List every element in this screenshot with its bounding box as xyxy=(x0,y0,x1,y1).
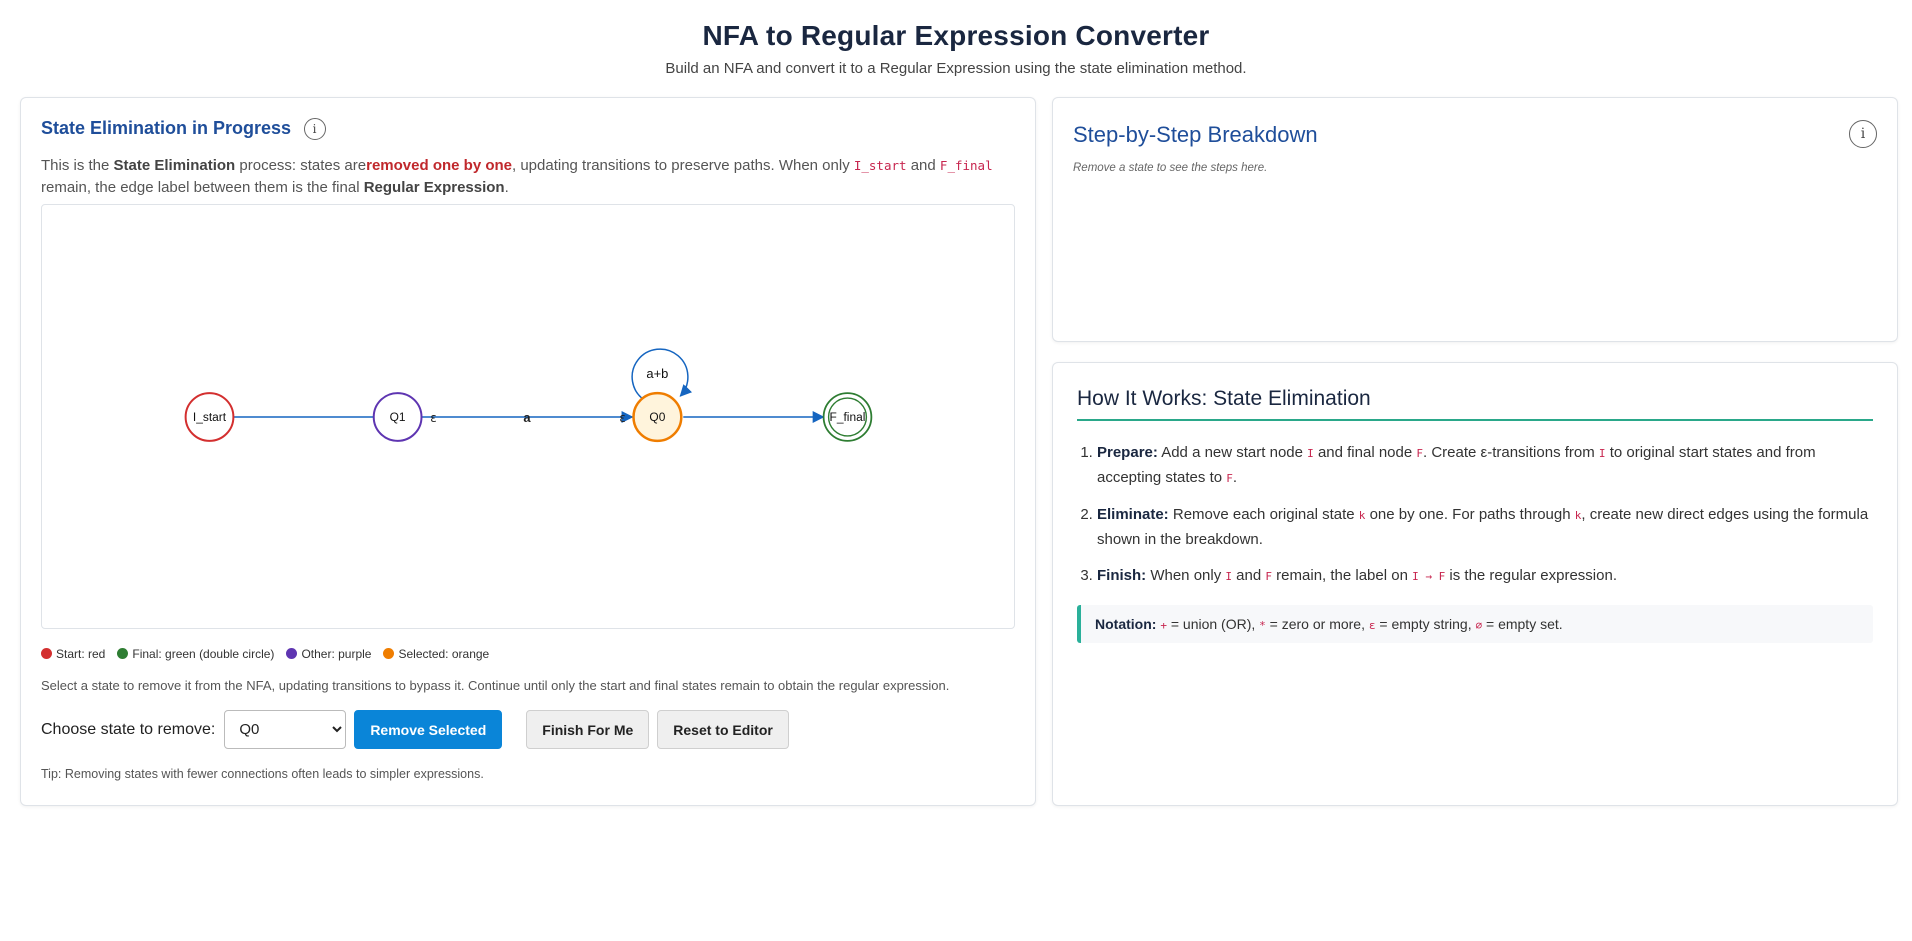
legend-final: Final: green (double circle) xyxy=(117,647,274,661)
page-subtitle: Build an NFA and convert it to a Regular… xyxy=(665,60,1247,77)
state-select-label: Choose state to remove: xyxy=(41,720,216,738)
state-select[interactable]: Q0 Q1 xyxy=(224,710,347,749)
legend-selected: Selected: orange xyxy=(383,647,489,661)
state-node-ffinal[interactable]: F_final xyxy=(822,392,873,442)
nfa-graph[interactable]: a ε ε a+b I_start Q1 Q0 xyxy=(42,205,1014,628)
help-text: Select a state to remove it from the NFA… xyxy=(41,678,950,693)
intro-text: This is the State Elimination process: s… xyxy=(41,156,993,196)
edge-q0-self-loop xyxy=(631,348,693,401)
step-breakdown-panel: Step-by-Step Breakdown i Remove a state … xyxy=(1052,97,1898,342)
state-elimination-panel: State Elimination in Progress i This is … xyxy=(20,97,1036,806)
how-step-prepare: Prepare: Add a new start node I and fina… xyxy=(1097,441,1873,491)
notation-box: Notation: + = union (OR), * = zero or mo… xyxy=(1077,605,1873,643)
info-icon[interactable]: i xyxy=(303,117,326,140)
how-it-works-panel: How It Works: State Elimination Prepare:… xyxy=(1052,362,1898,806)
state-label-istart: I_start xyxy=(193,410,227,424)
state-elimination-title: State Elimination in Progress xyxy=(41,118,292,138)
edge-label-q1-q0: a xyxy=(523,410,531,425)
legend-other: Other: purple xyxy=(286,647,371,661)
remove-selected-button[interactable]: Remove Selected xyxy=(354,710,503,749)
state-label-ffinal: F_final xyxy=(830,410,866,424)
step-breakdown-title: Step-by-Step Breakdown xyxy=(1073,122,1318,147)
reset-to-editor-button[interactable]: Reset to Editor xyxy=(657,710,789,749)
page-title: NFA to Regular Expression Converter xyxy=(702,20,1210,51)
state-label-q0: Q0 xyxy=(649,410,665,424)
nfa-graph-canvas[interactable]: a ε ε a+b I_start Q1 Q0 xyxy=(41,204,1015,629)
epsilon-label-right: ε xyxy=(619,411,625,425)
legend-start: Start: red xyxy=(41,647,105,661)
step-placeholder: Remove a state to see the steps here. xyxy=(1073,162,1268,174)
how-step-finish: Finish: When only I and F remain, the la… xyxy=(1097,564,1873,589)
info-icon[interactable]: i xyxy=(1849,120,1877,148)
elimination-controls: Choose state to remove: Q0 Q1 Remove Sel… xyxy=(41,710,789,749)
state-node-q0[interactable]: Q0 xyxy=(632,391,683,443)
state-node-istart[interactable]: I_start xyxy=(184,392,235,442)
how-it-works-title: How It Works: State Elimination xyxy=(1077,387,1873,421)
state-label-q1: Q1 xyxy=(390,410,406,424)
finish-for-me-button[interactable]: Finish For Me xyxy=(526,710,650,749)
page-header: NFA to Regular Expression Converter Buil… xyxy=(0,0,1912,77)
epsilon-label-left: ε xyxy=(430,411,436,425)
how-it-works-steps: Prepare: Add a new start node I and fina… xyxy=(1077,441,1873,589)
tip-text: Tip: Removing states with fewer connecti… xyxy=(41,767,484,781)
how-step-eliminate: Eliminate: Remove each original state k … xyxy=(1097,503,1873,552)
graph-legend: Start: red Final: green (double circle) … xyxy=(41,647,489,661)
state-node-q1[interactable]: Q1 xyxy=(372,392,423,442)
edge-label-q0-self: a+b xyxy=(646,366,668,381)
